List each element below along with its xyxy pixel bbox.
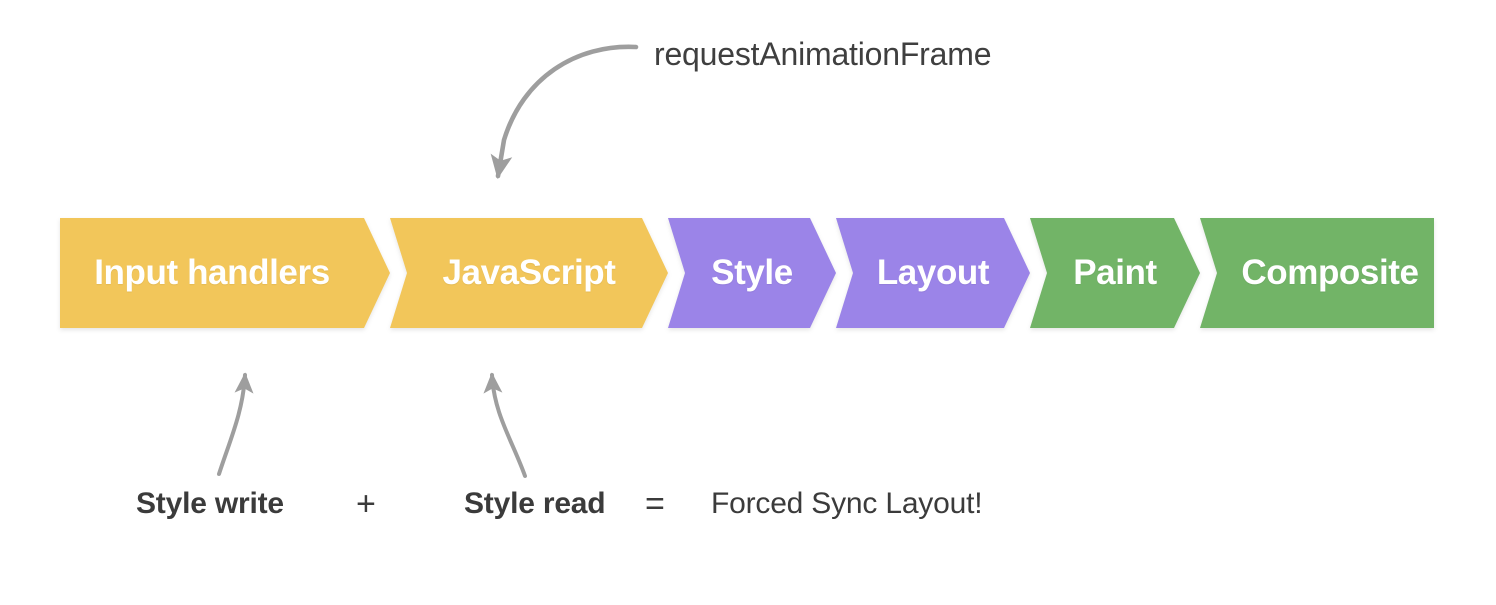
pipeline-stage-javascript [60,218,390,328]
pipeline-stage-composite [1200,218,1434,328]
formula-forced-sync-layout: Forced Sync Layout! [711,487,983,520]
request-animation-frame-label: requestAnimationFrame [654,36,992,72]
pipeline-stage-layout [836,218,1030,328]
forced-sync-layout-formula: Style write + Style read = Forced Sync Layou… [0,482,1496,526]
rendering-pipeline: Input handlers JavaScript Style Layout Paint… [60,218,1434,328]
style-read-arrow [483,372,527,478]
pipeline-stage-label-layout: Layout [876,253,990,292]
style-write-arrow [217,372,254,476]
pipeline-shapes [60,218,1434,328]
pipeline-stage-label-javascript: Input handlers [94,253,330,292]
formula-op-1: + [356,485,376,523]
pipeline-stage-label-javascript: JavaScript [442,253,616,292]
pipeline-stage-style [668,218,836,328]
formula-op-3: = [645,485,665,523]
raf-arrow [490,44,639,179]
pipeline-stage-label-paint: Paint [1073,253,1157,292]
formula-style-read: Style read [464,487,606,520]
formula-style-write: Style write [136,487,284,520]
pipeline-stage-label-style: Style [711,253,793,292]
pipeline-stage-label-composite: Composite [1241,253,1419,292]
pipeline-stage-paint [1030,218,1200,328]
pipeline-stage-javascript [390,218,668,328]
